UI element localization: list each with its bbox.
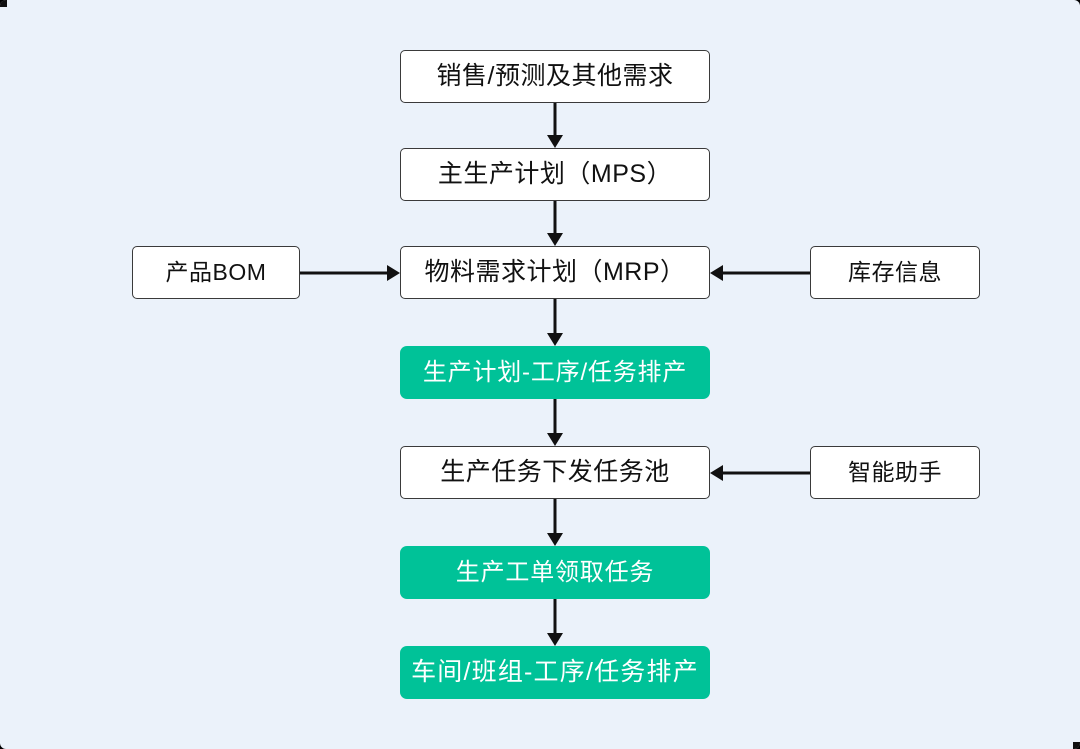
node-label: 智能助手 [848, 459, 942, 485]
arrow-inventory-to-mrp [710, 246, 810, 299]
arrow-sales-to-mps [400, 103, 710, 148]
node-material-requirements-planning[interactable]: 物料需求计划（MRP） [400, 246, 710, 299]
node-label: 生产任务下发任务池 [440, 458, 670, 486]
node-work-order-claim-task[interactable]: 生产工单领取任务 [400, 546, 710, 599]
node-label: 生产计划-工序/任务排产 [422, 358, 688, 386]
arrow-shaft [553, 201, 557, 235]
arrowhead-right-icon [387, 264, 400, 281]
arrow-mps-to-mrp [400, 201, 710, 246]
node-label: 销售/预测及其他需求 [436, 62, 674, 90]
node-label: 产品BOM [165, 259, 267, 285]
arrow-shaft [553, 103, 557, 137]
arrow-shaft [553, 299, 557, 335]
node-task-pool-dispatch[interactable]: 生产任务下发任务池 [400, 446, 710, 499]
arrowhead-down-icon [547, 433, 563, 446]
arrow-bom-to-mrp [300, 246, 400, 299]
node-label: 生产工单领取任务 [455, 558, 655, 586]
node-master-production-schedule[interactable]: 主生产计划（MPS） [400, 148, 710, 201]
arrow-mrp-to-production-plan [400, 299, 710, 346]
arrowhead-down-icon [547, 533, 563, 546]
node-workshop-team-scheduling[interactable]: 车间/班组-工序/任务排产 [400, 646, 710, 699]
node-label: 车间/班组-工序/任务排产 [411, 658, 699, 686]
node-product-bom[interactable]: 产品BOM [132, 246, 300, 299]
arrow-task-pool-to-work-order [400, 499, 710, 546]
arrow-shaft [719, 271, 810, 274]
arrow-shaft [300, 271, 391, 274]
arrow-shaft [719, 471, 810, 474]
arrow-production-plan-to-task-pool [400, 399, 710, 446]
arrowhead-left-icon [710, 264, 723, 281]
node-inventory-information[interactable]: 库存信息 [810, 246, 980, 299]
arrow-shaft [553, 499, 557, 535]
node-sales-forecast-demand[interactable]: 销售/预测及其他需求 [400, 50, 710, 103]
arrow-assistant-to-task-pool [710, 446, 810, 499]
corner-notch-top-left [0, 0, 7, 7]
node-label: 主生产计划（MPS） [437, 160, 673, 188]
node-intelligent-assistant[interactable]: 智能助手 [810, 446, 980, 499]
arrow-shaft [553, 399, 557, 435]
arrowhead-down-icon [547, 135, 563, 148]
arrowhead-down-icon [547, 233, 563, 246]
node-production-plan-scheduling[interactable]: 生产计划-工序/任务排产 [400, 346, 710, 399]
arrowhead-left-icon [710, 464, 723, 481]
arrowhead-down-icon [547, 333, 563, 346]
arrow-shaft [553, 599, 557, 635]
corner-notch-bottom-right [1073, 742, 1080, 749]
node-label: 物料需求计划（MRP） [424, 258, 686, 286]
arrowhead-down-icon [547, 633, 563, 646]
arrow-work-order-to-workshop [400, 599, 710, 646]
node-label: 库存信息 [848, 259, 942, 285]
